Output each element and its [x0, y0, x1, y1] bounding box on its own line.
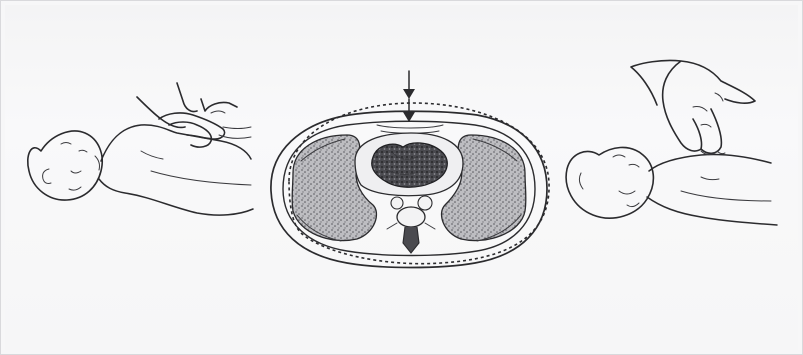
- infant-two-thumb-panel: [28, 83, 253, 215]
- rescuer-knuckles-right: [693, 93, 723, 127]
- aorta: [418, 196, 432, 210]
- infant-head-left: [28, 131, 102, 200]
- infant-face-left: [61, 143, 100, 191]
- cross-section-panel: [271, 71, 549, 268]
- infant-arm-right: [681, 177, 771, 201]
- infant-head-right: [566, 147, 653, 218]
- sternum: [377, 125, 443, 133]
- infant-two-finger-panel: [566, 60, 777, 225]
- infant-body-left: [99, 125, 253, 215]
- infant-arm-left: [141, 151, 251, 185]
- compression-arrows: [403, 71, 415, 122]
- infant-body-right: [647, 154, 777, 225]
- infant-ear-left: [43, 169, 51, 184]
- vertebra: [387, 207, 435, 253]
- infant-face-right: [579, 155, 639, 207]
- rescuer-hands-left: [137, 83, 237, 147]
- esophagus: [391, 197, 403, 209]
